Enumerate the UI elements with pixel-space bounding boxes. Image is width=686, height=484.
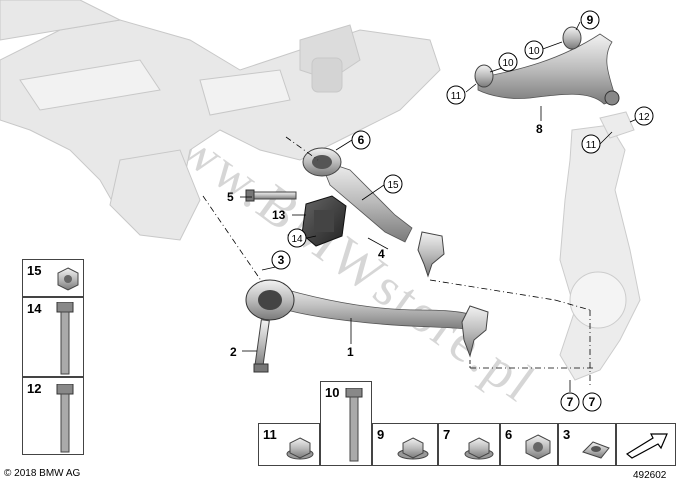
part-box-15: 15 (22, 259, 84, 297)
part-number-7: 7 (443, 427, 451, 442)
part-number-12: 12 (27, 381, 42, 396)
part-number-11: 11 (263, 427, 277, 442)
label-2: 2 (230, 345, 237, 359)
label-8: 8 (536, 122, 543, 136)
nav-arrow-box[interactable] (616, 423, 676, 466)
hydro-mount (301, 195, 347, 247)
svg-text:14: 14 (291, 234, 303, 245)
part-box-14: 14 (22, 297, 84, 377)
copyright: © 2018 BMW AG (4, 468, 81, 479)
bolt-icon (56, 384, 74, 453)
part-box-12: 12 (22, 377, 84, 455)
svg-text:7: 7 (589, 395, 596, 409)
label-5: 5 (227, 190, 234, 204)
callout-7a: 7 (560, 392, 580, 412)
svg-text:6: 6 (358, 133, 365, 147)
svg-text:9: 9 (587, 13, 594, 27)
part-box-7: 7 (438, 423, 500, 466)
callout-3: 3 (271, 250, 291, 270)
bolt-5 (245, 189, 297, 202)
bolt-icon (345, 388, 363, 462)
svg-text:7: 7 (567, 395, 574, 409)
callout-11a: 11 (446, 85, 466, 105)
callout-6: 6 (351, 130, 371, 150)
part-box-6: 6 (500, 423, 558, 466)
diagram-number: 492602 (633, 470, 667, 481)
part-number-10: 10 (325, 385, 340, 400)
svg-text:3: 3 (278, 253, 285, 267)
nav-arrow-icon[interactable] (623, 430, 671, 460)
lower-arm-tension-strut (302, 147, 445, 278)
subframe (0, 0, 441, 241)
label-1: 1 (347, 345, 354, 359)
callout-10: 10 (524, 40, 544, 60)
steering-knuckle (559, 111, 641, 381)
flange-nut-icon (397, 437, 429, 460)
part-number-9: 9 (377, 427, 385, 442)
part-number-15: 15 (27, 263, 42, 278)
flange-nut-icon (464, 437, 494, 460)
hex-nut-icon (525, 434, 551, 460)
bolt-2 (253, 319, 270, 373)
wishbone (245, 279, 489, 358)
part-box-10: 10 (320, 381, 372, 466)
callout-11b: 11 (581, 134, 601, 154)
label-13: 13 (272, 208, 286, 222)
part-box-9: 9 (372, 423, 438, 466)
part-box-11: 11 (258, 423, 320, 466)
leader-lines (202, 21, 645, 392)
svg-text:10: 10 (528, 46, 540, 57)
upper-control-arm (474, 26, 620, 106)
svg-text:12: 12 (638, 112, 650, 123)
callout-14: 14 (287, 228, 307, 248)
callout-7b: 7 (582, 392, 602, 412)
cap-icon (582, 441, 610, 459)
part-box-3: 3 (558, 423, 616, 466)
part-number-6: 6 (505, 427, 513, 442)
part-number-14: 14 (27, 301, 42, 316)
callout-10: 10 (498, 52, 518, 72)
svg-text:10: 10 (502, 58, 514, 69)
svg-text:15: 15 (387, 180, 399, 191)
flange-nut-icon (286, 437, 314, 460)
label-4: 4 (378, 247, 385, 261)
bolt-icon (56, 302, 74, 375)
svg-text:11: 11 (586, 140, 597, 151)
callout-9: 9 (580, 10, 600, 30)
part-number-3: 3 (563, 427, 571, 442)
callout-15: 15 (383, 174, 403, 194)
callout-12: 12 (634, 106, 654, 126)
svg-text:11: 11 (451, 91, 462, 102)
flange-nut-icon (57, 267, 79, 291)
